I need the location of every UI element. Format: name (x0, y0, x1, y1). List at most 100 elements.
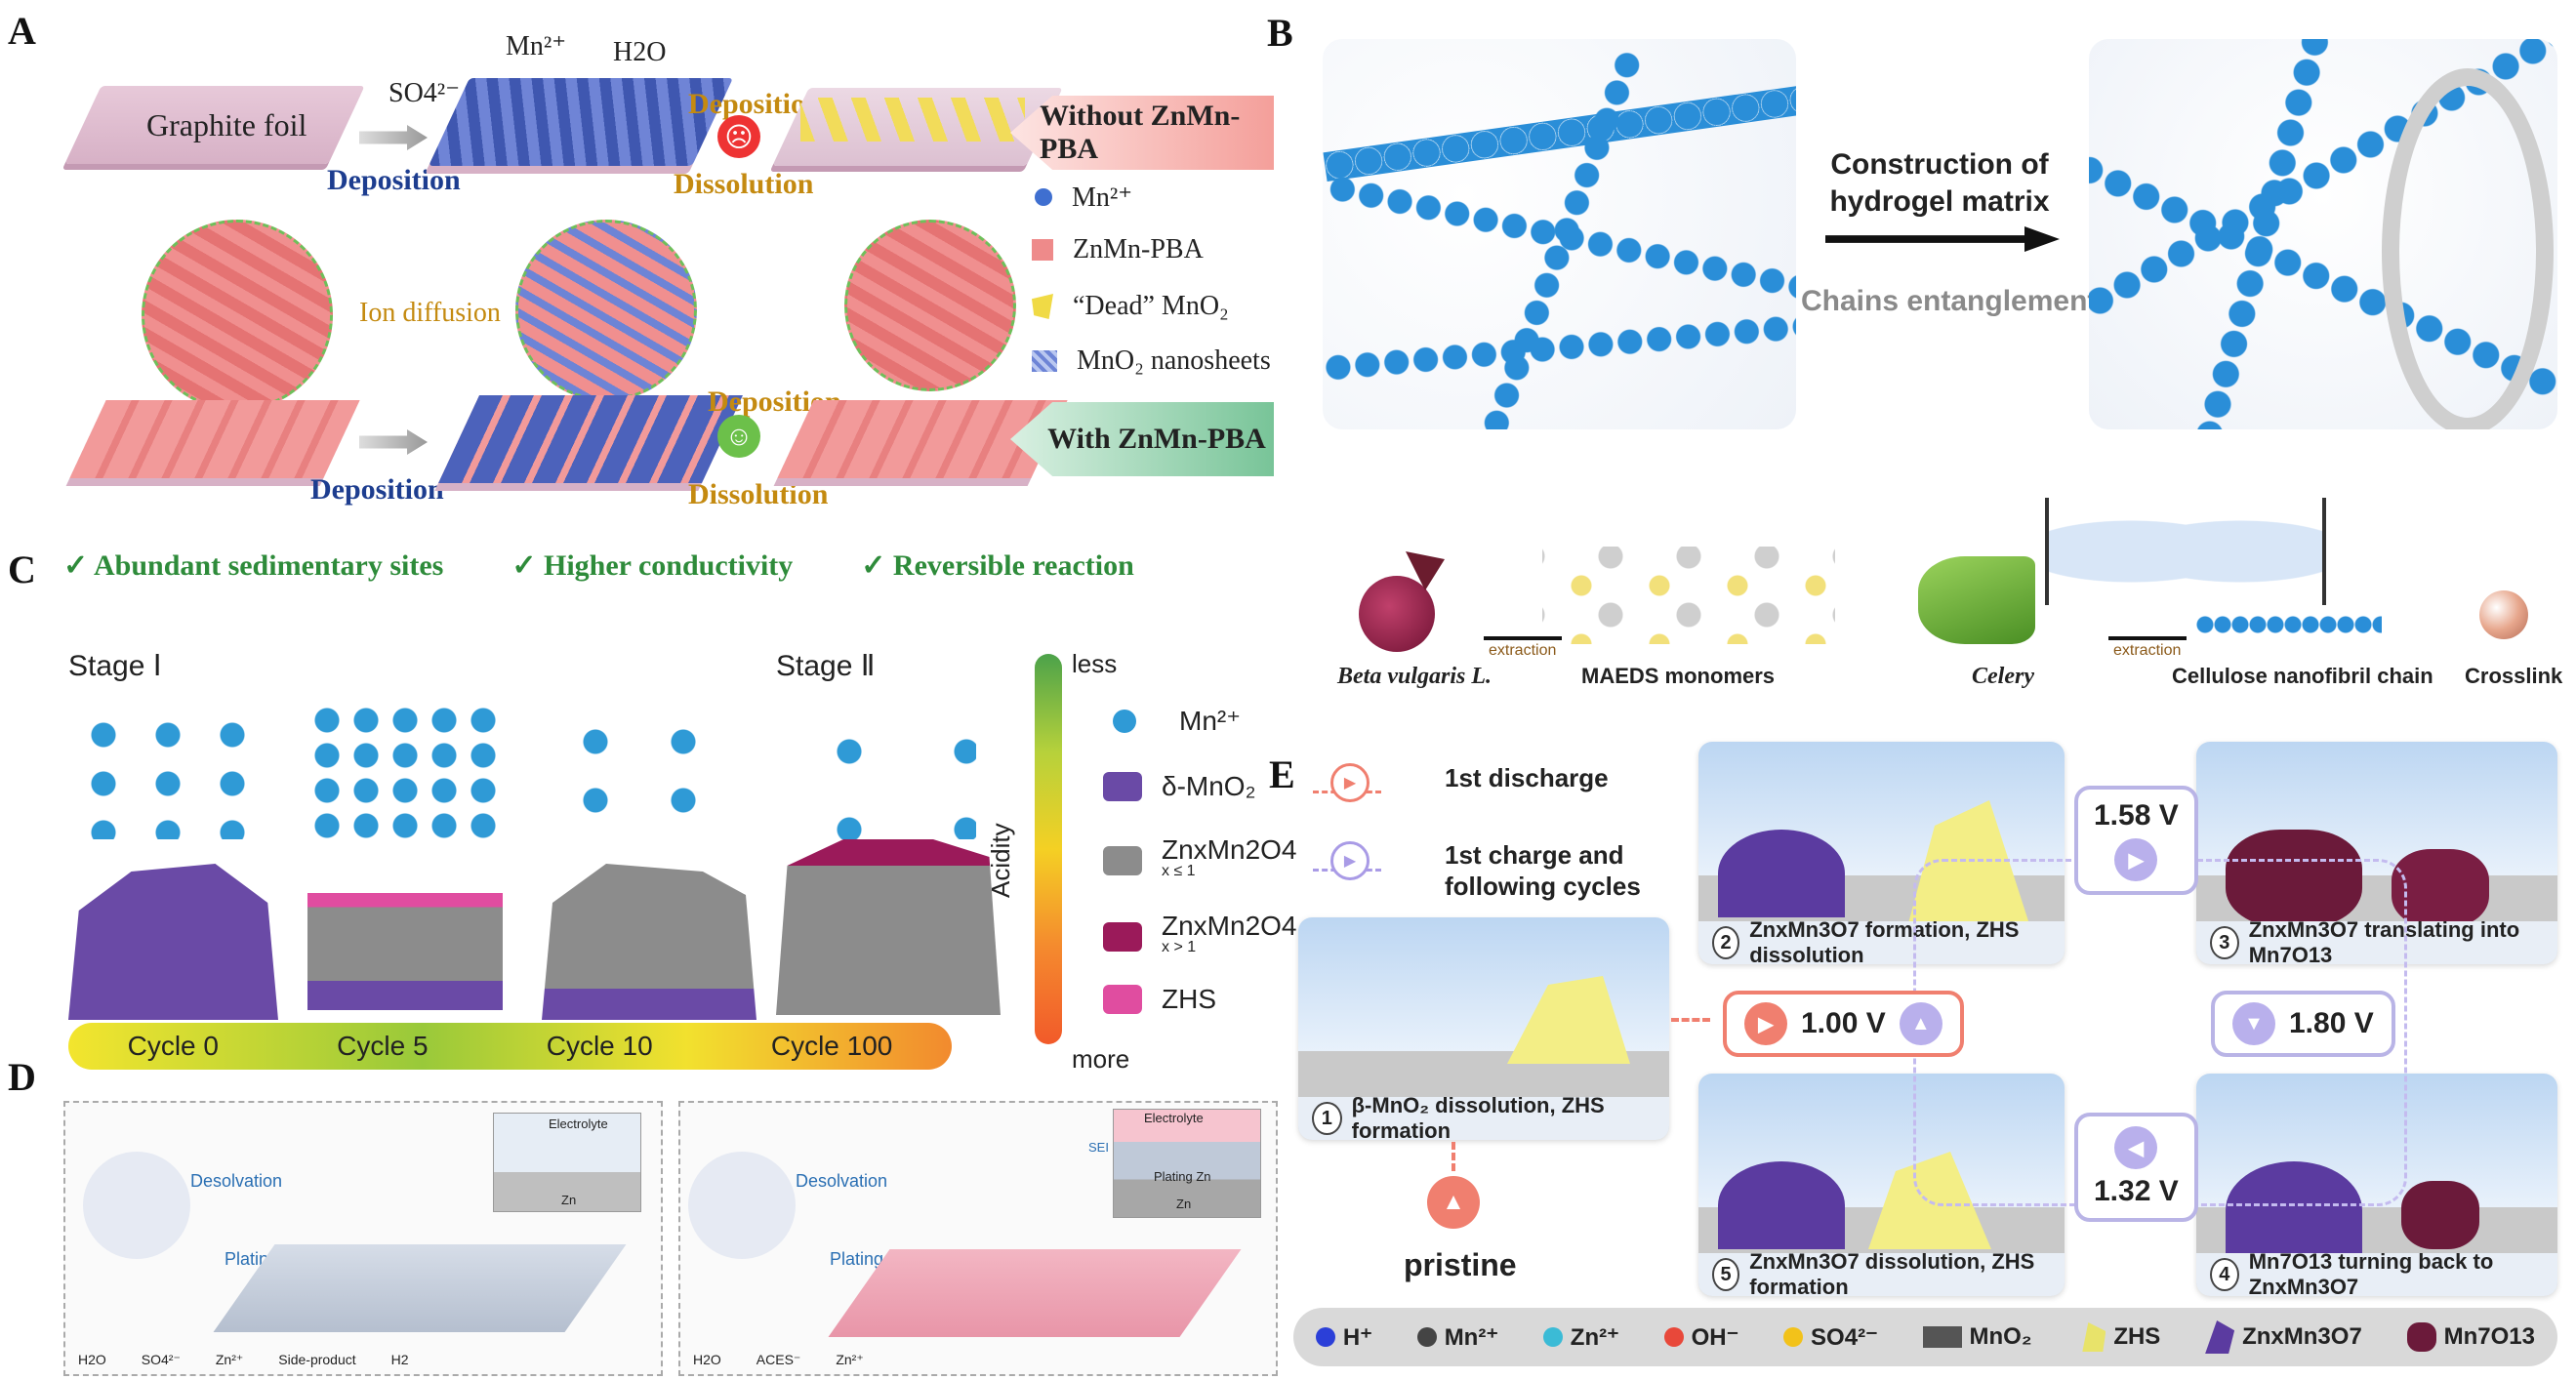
scene-1-caption: β-MnO₂ dissolution, ZHS formation (1351, 1093, 1605, 1140)
cellulose-structure (2045, 498, 2326, 605)
zn-pba-cube-icon (1032, 239, 1053, 261)
zoom-circle-left (142, 220, 333, 411)
inset-right-zn: Zn (1176, 1197, 1192, 1211)
legend-e-znxmn3o7: ZnxMn3O7 (2242, 1323, 2362, 1350)
so4-icon (1783, 1327, 1804, 1347)
voltage-1-80-icon: ▼ (2232, 1002, 2275, 1045)
inset-right (1113, 1109, 1261, 1218)
crosslink-icon (2479, 590, 2528, 639)
dead-mno2-icon (1032, 294, 1053, 319)
beta-vulgaris-label: Beta vulgaris L. (1337, 664, 1492, 689)
dead-mno2-flakes (800, 98, 1025, 142)
cellulose-chain-icon (2196, 615, 2382, 634)
legend-e-so4: SO4²⁻ (1811, 1323, 1878, 1351)
legend-a-znmn-pba: ZnMn-PBA (1073, 234, 1204, 264)
pba-slab-left (69, 400, 360, 478)
first-discharge-label: 1st discharge (1445, 763, 1609, 792)
oh-icon (1663, 1327, 1684, 1347)
scene-5: 5 ZnxMn3O7 dissolution, ZHS formation (1698, 1074, 2065, 1296)
legend-c-zhs: ZHS (1162, 984, 1216, 1014)
panel-e-legend: H⁺ Mn²⁺ Zn²⁺ OH⁻ SO4²⁻ MnO₂ ZHS ZnxMn3O7… (1293, 1308, 2557, 1366)
happy-face-icon: ☺ (717, 415, 760, 458)
gray-arrow-2 (359, 429, 428, 455)
inset-right-electrolyte: Electrolyte (1144, 1111, 1204, 1125)
check-1: ✓ Abundant sedimentary sites (63, 549, 444, 582)
mn7o13-icon (2406, 1322, 2436, 1352)
extraction-label-1: extraction (1489, 642, 1557, 659)
gray-arrow-1 (359, 125, 428, 150)
voltage-1-32: ◀ 1.32 V (2074, 1113, 2198, 1222)
with-zn-pba-label: With ZnMn-PBA (1047, 423, 1266, 455)
legend-e-zhs: ZHS (2113, 1323, 2161, 1350)
pristine-dashes (1452, 1142, 1455, 1171)
scene-4-number: 4 (2210, 1258, 2239, 1291)
cycle5-mn-dots (307, 703, 503, 839)
scene-3: 3 ZnxMn3O7 translating into Mn7O13 (2196, 742, 2557, 964)
voltage-1-80: ▼ 1.80 V (2211, 991, 2395, 1057)
pristine-icon: ▲ (1427, 1176, 1480, 1229)
legend-e-zn: Zn²⁺ (1570, 1323, 1619, 1351)
deposition-label-2: Deposition (310, 473, 444, 506)
zoom-circle-middle (515, 220, 697, 401)
check-2-text: Higher conductivity (544, 549, 794, 582)
celery-icon (1918, 556, 2035, 644)
graphite-foil-label: Graphite foil (146, 107, 307, 142)
h-plus-icon (1315, 1327, 1335, 1347)
maeds-label: MAEDS monomers (1581, 664, 1776, 688)
znmn2o4-low-swatch (1103, 846, 1142, 875)
entanglement-label: Chains entanglement (1801, 285, 2098, 317)
cycle-gradient-bar: Cycle 0 Cycle 5 Cycle 10 Cycle 100 (68, 1023, 952, 1070)
cellulose-label: Cellulose nanofibril chain (2172, 664, 2433, 688)
construction-label: Construction of hydrogel matrix (1829, 148, 2050, 218)
scene-5-caption: ZnxMn3O7 dissolution, ZHS formation (1749, 1249, 2035, 1296)
inset-left-electrolyte: Electrolyte (549, 1116, 608, 1131)
mn-dot-icon (1035, 188, 1052, 206)
scene-1-number: 1 (1312, 1102, 1342, 1135)
check-3-text: Reversible reaction (892, 549, 1134, 582)
zhs-swatch (1103, 985, 1142, 1014)
dissolution-label-top: Dissolution (674, 168, 814, 200)
acidity-more-label: more (1072, 1044, 1130, 1074)
dissolution-label-bottom: Dissolution (688, 478, 829, 510)
check-1-text: Abundant sedimentary sites (93, 549, 444, 582)
legend-a-mn: Mn²⁺ (1072, 183, 1133, 213)
charge-legend-icon: ▶ (1313, 839, 1381, 880)
legend-c-mno2: δ-MnO₂ (1162, 771, 1256, 801)
legend-d-l-h2: H2 (390, 1352, 409, 1367)
scene-3-number: 3 (2210, 926, 2239, 959)
solvated-zn-left (83, 1152, 190, 1259)
legend-e-h: H⁺ (1342, 1323, 1372, 1351)
voltage-1-58: 1.58 V ▶ (2074, 786, 2198, 895)
desolvation-label-right: Desolvation (796, 1171, 888, 1191)
cycle100-block (776, 839, 1001, 1015)
legend-d-r-aces: ACES⁻ (756, 1352, 801, 1367)
legend-c-znmn2o4-low: ZnxMn2O4 (1162, 834, 1297, 865)
legend-d-l-h2o: H2O (78, 1352, 106, 1367)
mn2-icon (1416, 1327, 1437, 1347)
check-3: ✓ Reversible reaction (861, 549, 1134, 582)
inset-right-sei: SEI (1088, 1140, 1109, 1155)
panel-b-label: B (1267, 11, 1293, 55)
legend-e-mn: Mn²⁺ (1444, 1323, 1498, 1351)
panel-e-label: E (1269, 752, 1295, 796)
delta-mno2-swatch (1103, 772, 1142, 801)
cycle5-block (307, 893, 503, 1010)
legend-d-r-h2o: H2O (693, 1352, 721, 1367)
pristine-label: pristine (1404, 1247, 1517, 1282)
crosslink-label: Crosslink (2465, 664, 2563, 688)
legend-c-mn: Mn²⁺ (1179, 706, 1241, 736)
panel-d-label: D (8, 1055, 36, 1099)
voltage-1-58-icon: ▶ (2114, 838, 2158, 881)
zhs-icon (2082, 1322, 2106, 1352)
legend-d-r-zn: Zn²⁺ (836, 1352, 864, 1367)
cycle-100-label: Cycle 100 (770, 1031, 893, 1061)
plating-label-right: Plating (830, 1249, 884, 1269)
extraction-arrow-2 (2108, 636, 2187, 640)
cycle-0-label: Cycle 0 (127, 1031, 219, 1061)
extraction-label-2: extraction (2113, 642, 2182, 659)
inset-right-plating-zn: Plating Zn (1154, 1169, 1211, 1184)
znxmn3o7-icon (2205, 1320, 2235, 1354)
beet-icon (1359, 576, 1435, 652)
legend-a-dead-mno2: “Dead” MnO₂ (1073, 291, 1229, 321)
legend-d-l-so4: SO4²⁻ (141, 1352, 181, 1367)
